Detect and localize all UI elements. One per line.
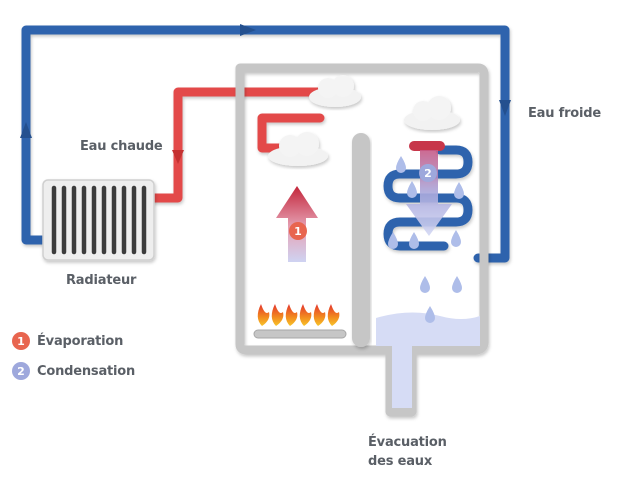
condensation-marker bbox=[419, 164, 437, 182]
burner-flames-icon bbox=[257, 304, 340, 326]
legend-item-condensation: 2 Condensation bbox=[12, 362, 135, 380]
flow-arrow-icon bbox=[20, 122, 32, 138]
condensate-water bbox=[376, 312, 480, 408]
condensation-arrow bbox=[406, 150, 452, 236]
radiator-label: Radiateur bbox=[66, 273, 137, 288]
radiator-icon bbox=[42, 179, 155, 261]
cloud-icon bbox=[404, 96, 460, 130]
legend-badge: 1 bbox=[12, 332, 30, 350]
water-drop-icon bbox=[407, 181, 417, 198]
evaporation-marker-number: 1 bbox=[294, 225, 302, 238]
legend-label: Évaporation bbox=[37, 333, 124, 349]
legend-item-evaporation: 1 Évaporation bbox=[12, 332, 123, 350]
cloud-icon bbox=[268, 132, 328, 166]
flow-arrow-icon bbox=[172, 150, 184, 164]
boiler-casing bbox=[235, 63, 489, 417]
water-drop-icon bbox=[452, 276, 462, 293]
water-drop-icon bbox=[425, 306, 435, 323]
cold-water-pipe bbox=[21, 25, 510, 263]
drain-label-line2: des eaux bbox=[368, 454, 433, 469]
legend-label: Condensation bbox=[37, 363, 136, 379]
legend-badge: 2 bbox=[12, 362, 30, 380]
flow-arrow-icon bbox=[499, 100, 511, 116]
cloud-icon bbox=[309, 75, 361, 107]
water-drop-icon bbox=[420, 276, 430, 293]
flow-arrow-icon bbox=[240, 24, 256, 36]
water-drop-icon bbox=[451, 230, 461, 247]
drain-label-line1: Évacuation bbox=[368, 435, 447, 450]
water-drops bbox=[388, 156, 464, 323]
water-drop-icon bbox=[454, 182, 464, 199]
cold-water-label: Eau froide bbox=[528, 106, 602, 121]
water-drop-icon bbox=[409, 232, 419, 249]
hot-water-label: Eau chaude bbox=[80, 139, 163, 154]
evaporation-marker bbox=[289, 222, 307, 240]
burner-bar bbox=[253, 329, 347, 339]
water-drop-icon bbox=[388, 232, 398, 249]
condensation-marker-number: 2 bbox=[424, 167, 432, 180]
heat-exchanger-wall bbox=[352, 133, 370, 347]
water-drop-icon bbox=[396, 156, 406, 173]
